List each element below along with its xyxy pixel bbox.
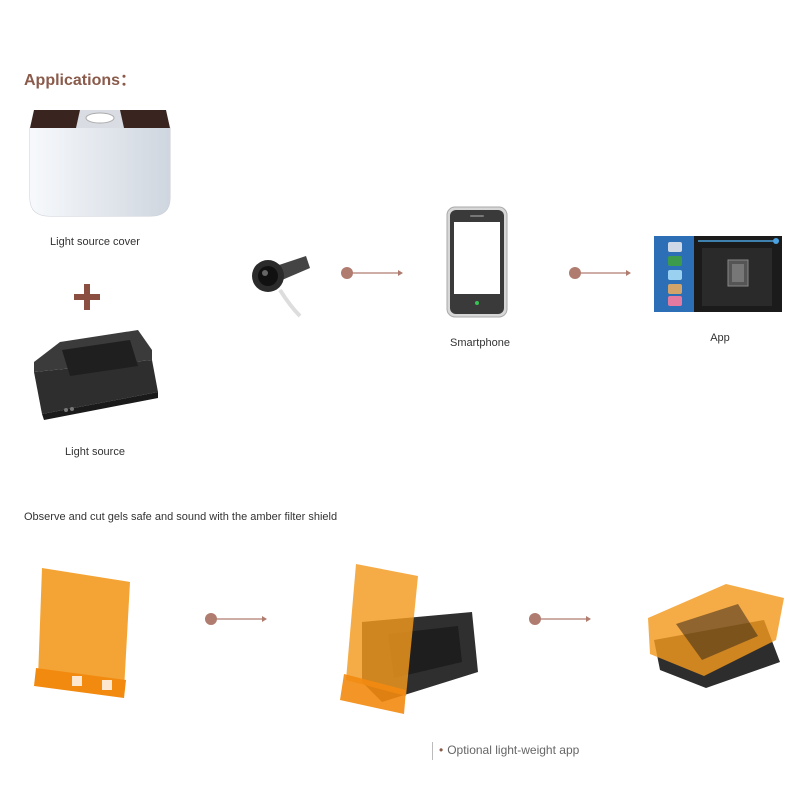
light-source-cover-caption: Light source cover	[50, 236, 140, 248]
app-caption: App	[710, 332, 730, 344]
filter-section-title: Observe and cut gels safe and sound with…	[24, 511, 338, 523]
arrow-connector	[204, 610, 270, 628]
page-heading: Applications：	[24, 72, 137, 89]
smartphone-image	[446, 206, 508, 318]
amber-filter-shield-image	[32, 564, 132, 704]
optional-app-label: Optional light-weight app	[447, 743, 580, 758]
optional-app-note: •Optional light-weight app	[432, 742, 579, 760]
camera-lens-image	[246, 246, 316, 321]
arrow-connector	[340, 264, 406, 282]
arrow-connector	[528, 610, 594, 628]
app-screenshot-image	[654, 236, 782, 312]
light-source-image	[26, 322, 166, 422]
light-source-cover-image	[20, 98, 180, 218]
smartphone-caption: Smartphone	[450, 337, 510, 349]
bullet-icon: •	[439, 743, 444, 758]
shield-closed-image	[646, 580, 786, 692]
divider	[432, 742, 433, 760]
plus-icon	[72, 282, 102, 312]
light-source-caption: Light source	[65, 446, 125, 458]
arrow-connector	[568, 264, 634, 282]
shield-mounted-image	[332, 562, 482, 722]
